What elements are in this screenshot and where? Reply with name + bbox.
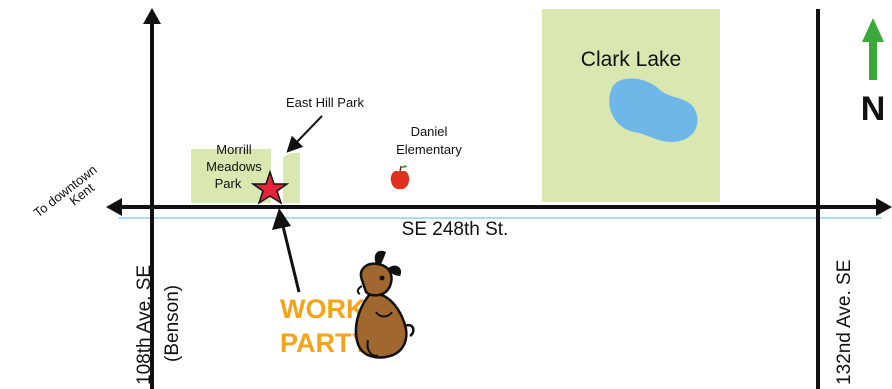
work-party-line1: WORK (280, 294, 366, 324)
location-star-icon (250, 169, 290, 205)
morrill-label-line2: Meadows (206, 159, 262, 174)
132nd-ave-label: 132nd Ave. SE (834, 260, 855, 385)
east-hill-park-label: East Hill Park (286, 95, 365, 110)
morrill-label-line1: Morrill (216, 142, 251, 157)
morrill-meadows-park-area (191, 149, 271, 203)
school-label-line1: Daniel (411, 124, 448, 139)
108th-ave-label: 108th Ave. SE (134, 265, 155, 385)
east-hill-park-pointer (286, 115, 323, 153)
dog-illustration-icon (354, 250, 415, 359)
north-arrow-icon (862, 18, 884, 80)
road-arrow-north-icon (143, 8, 161, 24)
work-party-arrow-icon (272, 208, 291, 230)
apple-icon (390, 165, 410, 190)
clark-lake-label: Clark Lake (581, 48, 681, 71)
se-248th-label: SE 248th St. (402, 219, 509, 240)
east-hill-park-area (283, 153, 300, 203)
road-arrow-east-icon (876, 198, 892, 216)
north-label: N (861, 90, 886, 128)
clark-lake-water (609, 78, 698, 142)
work-party-line2: PARTY (280, 328, 370, 358)
work-party-pointer (280, 221, 301, 293)
school-label-line2: Elementary (396, 142, 462, 157)
benson-label: (Benson) (162, 285, 183, 362)
morrill-label-line3: Park (215, 176, 242, 191)
road-arrow-west-icon (106, 198, 122, 216)
